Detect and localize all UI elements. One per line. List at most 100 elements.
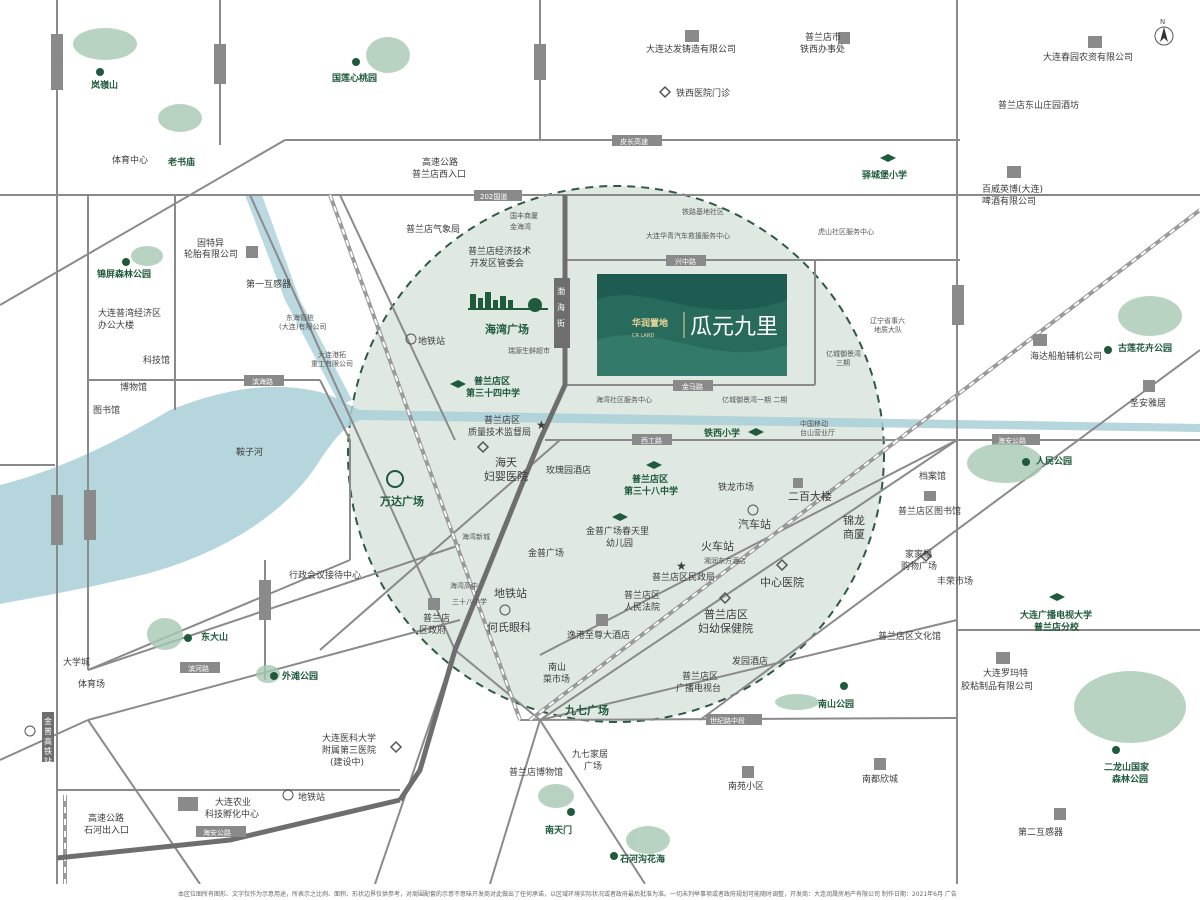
map-label-binhai_road: 滨海路 [252, 377, 273, 386]
map-label-l126: 三十八中学 [452, 597, 487, 606]
svg-text:铁: 铁 [44, 746, 52, 756]
map-label-l21: 轮胎有限公司 [184, 248, 238, 260]
map-label-l89: 广播电视台 [676, 682, 721, 694]
map-label-l60: 商厦 [843, 527, 865, 541]
map-label-l58: 汽车站 [738, 517, 771, 531]
svg-text:海: 海 [557, 302, 565, 312]
map-label-l90: 大连罗玛特 [983, 667, 1028, 679]
metro-icons [24, 333, 759, 801]
map-label-north_label: N [1160, 18, 1165, 26]
map-label-l83: 大学城 [63, 656, 90, 668]
map-label-l108: 科技孵化中心 [205, 808, 259, 820]
map-label-l04: 普兰店市 [805, 31, 841, 43]
map-label-l16: 普兰店气象局 [406, 223, 460, 235]
map-label-l01: 岚嶺山 [91, 79, 118, 91]
map-label-l118: 海湾社区服务中心 [596, 395, 652, 404]
map-label-l30: 海湾广场 [485, 322, 529, 336]
map-label-l13: 驿城堡小学 [862, 169, 907, 181]
map-label-l56: 金普广场春天里 [586, 525, 649, 537]
map-label-shijie_road: 世纪路中段 [710, 716, 745, 725]
map-label-haian_road_west: 海安公路 [203, 828, 231, 837]
developer-logo-en: CR LAND [632, 333, 655, 339]
map-label-l124: 海湾新城 [462, 532, 490, 541]
svg-text:站: 站 [44, 756, 52, 766]
map-label-l50: 人民公园 [1035, 455, 1072, 467]
map-label-l47: 普兰店区 [632, 473, 668, 485]
map-label-l31: 瑞源生鲜超市 [508, 346, 550, 355]
map-label-l105: 高速公路 [88, 812, 124, 824]
map-label-l73: 普兰店区 [624, 589, 660, 601]
map-label-l35: 普兰店区 [474, 375, 510, 387]
project-image: 华润置地 CR LAND 瓜元九里 [597, 274, 787, 376]
compass-icon: N [1154, 18, 1174, 46]
map-label-l87: 菜市场 [543, 673, 570, 685]
map-label-l86: 南山 [548, 661, 566, 673]
map-label-l67: 丰荣市场 [937, 575, 973, 587]
map-label-l38: 质量技术监督局 [468, 426, 531, 438]
map-label-l69: 地铁站 [494, 586, 527, 600]
map-label-l80: 逸港至尊大酒店 [567, 629, 630, 641]
map-label-l14: 百威英博(大连) [982, 183, 1043, 195]
map-label-l33: 博物馆 [120, 381, 147, 393]
map-label-l127: 湘润东方酒店 [704, 556, 746, 565]
map-label-l85: 体育场 [78, 678, 105, 690]
school-icons [450, 154, 1065, 601]
developer-logo: 华润置地 [632, 317, 668, 329]
map-label-l53: 档案馆 [919, 470, 946, 482]
poi-markers [178, 30, 1155, 820]
tree-icons [96, 58, 1120, 860]
map-label-l61: 家家福 [905, 548, 932, 560]
map-label-l88: 普兰店区 [682, 670, 718, 682]
map-label-l113: 中国移动 [800, 419, 828, 428]
map-label-l40: 地质大队 [874, 325, 902, 334]
map-label-l99: 普兰店博物馆 [509, 766, 563, 778]
map-label-l115: 亿城御景湾 [826, 349, 861, 358]
map-label-l02: 国莲心桃园 [332, 72, 377, 84]
map-label-l39: 辽宁省事六 [870, 316, 905, 325]
map-label-l97: 九七家居 [572, 748, 608, 760]
map-label-xigong_road: 西工路 [641, 436, 662, 445]
map-label-l66: 中心医院 [760, 575, 804, 589]
map-label-l100: 南苑小区 [728, 780, 764, 792]
map-label-l78: 普兰店分校 [1034, 621, 1080, 633]
map-label-l116: 三期 [836, 359, 850, 367]
map-label-l09: 体育中心 [112, 154, 148, 166]
map-label-l125: 海湾高中 [450, 581, 478, 590]
map-label-l117: 亿城御景湾一期 二期 [722, 395, 787, 404]
map-label-l27: 大连港拓 [318, 350, 346, 359]
map-label-l62: 购物广场 [901, 560, 937, 572]
river-label: 鞍子河 [236, 446, 263, 458]
map-label-l63: 金普广场 [528, 547, 564, 559]
haiwan-plaza-skyline [468, 292, 548, 312]
footer-disclaimer: 本区位图所有图形、文字仅作为示意用途，所表示之比例、面积、形状边界仅供参考，对周… [178, 890, 957, 898]
map-label-l98: 广场 [584, 760, 602, 772]
map-label-l94: 大连医科大学 [322, 732, 376, 744]
map-label-l44: 海天 [495, 455, 517, 469]
svg-text:街: 街 [557, 318, 565, 328]
map-label-l96: (建设中) [330, 756, 364, 768]
map-label-l91: 胶粘制品有限公司 [961, 680, 1033, 692]
map-label-l32: 科技馆 [143, 354, 170, 366]
map-label-l72: 区政府 [419, 624, 446, 636]
map-label-l120: 铁路基地社区 [682, 207, 724, 216]
map-label-l19: 锦屏森林公园 [97, 268, 151, 280]
map-label-l84: 外滩公园 [281, 670, 318, 682]
parks [73, 28, 1186, 854]
svg-text:高: 高 [44, 736, 52, 746]
map-label-l71: 普兰店 [423, 612, 450, 624]
map-label-l101: 南都欣城 [862, 773, 898, 785]
map-label-l79: 东大山 [201, 631, 228, 643]
map-label-l51: 铁龙市场 [718, 481, 754, 493]
map-label-l59: 锦龙 [843, 513, 865, 527]
map-label-l18: 开发区管委会 [470, 257, 524, 269]
jinpu-hsr-station-label: 金 普 高 铁 站 [44, 716, 52, 766]
hospital-icons [389, 85, 933, 754]
map-label-l55: 万达广场 [379, 494, 424, 508]
svg-text:金: 金 [44, 716, 52, 726]
map-label-binhe_road: 滨河路 [188, 664, 209, 673]
map-label-l54: 普兰店区图书馆 [898, 505, 961, 517]
road-labels: 皮长高速 202国道 兴中路 金马路 西工路 海安公路 滨海路 滨河路 世纪路中… [42, 34, 1040, 837]
map-label-l65: 普兰店区民政局 [652, 571, 715, 583]
map-label-l93: 南山公园 [818, 698, 854, 710]
